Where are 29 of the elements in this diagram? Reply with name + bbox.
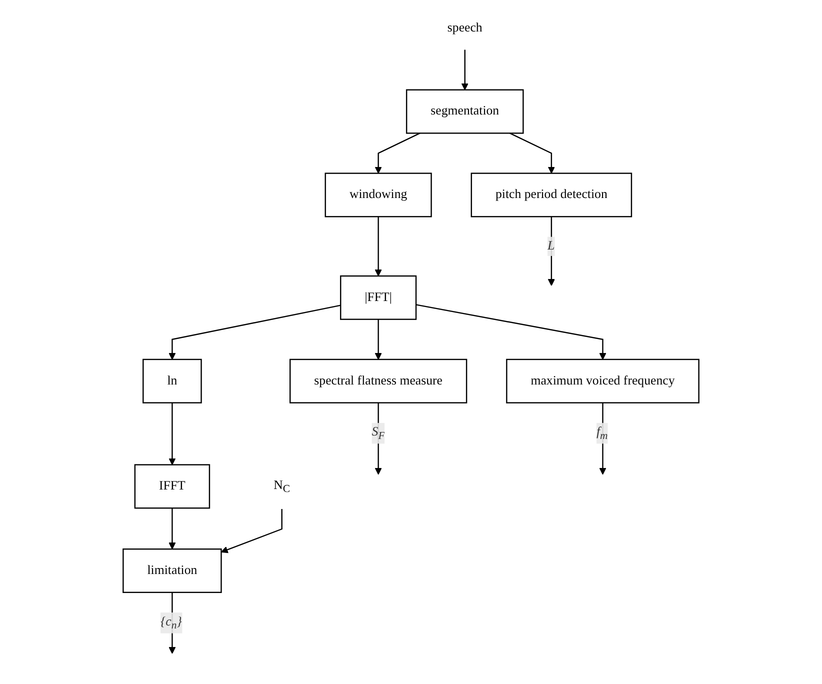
node-box: spectral flatness measure [289, 358, 468, 404]
arrow [416, 304, 606, 360]
node-box: windowing [324, 172, 432, 218]
node-box: pitch period detection [470, 172, 632, 218]
node-box: IFFT [134, 464, 210, 509]
arrow [374, 132, 420, 174]
edge-label: S$_{F}$ [372, 425, 385, 442]
edge-label: L [548, 239, 555, 253]
edge-label: f$_{m}$ [596, 425, 608, 442]
arrow [374, 319, 382, 360]
arrow [548, 216, 555, 286]
arrow [220, 508, 282, 554]
node-box: maximum voiced frequency [506, 358, 700, 404]
node-box: segmentation [406, 89, 524, 134]
node-text: speech [447, 20, 482, 34]
node-box: |FFT| [340, 275, 417, 320]
arrow [374, 402, 382, 475]
arrow [168, 508, 176, 550]
node-box: ln [142, 358, 202, 404]
arrow [168, 304, 341, 360]
node-box: limitation [122, 548, 222, 593]
edge-label: {c$_{n}$} [160, 614, 182, 632]
arrow [461, 50, 468, 90]
arrow [168, 592, 176, 654]
arrow [168, 402, 176, 466]
arrow [374, 216, 382, 276]
node-text: N$_{C}$ [274, 478, 290, 495]
arrow [599, 402, 606, 475]
arrow [510, 132, 555, 174]
